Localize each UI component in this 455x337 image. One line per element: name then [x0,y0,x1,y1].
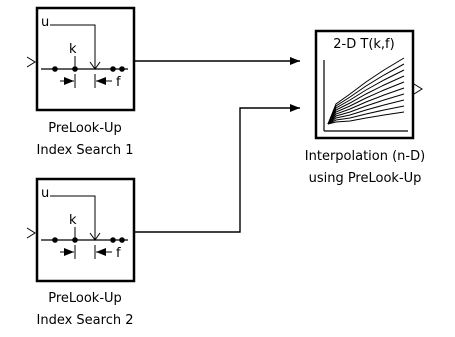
block-name-prelookup-1: PreLook-Up Index Search 1 [20,118,150,162]
prelookup-block-1[interactable]: u k f [26,6,136,112]
block-name-line-2: using PreLook-Up [308,171,422,186]
prelookup-block-2[interactable]: u k f [26,177,136,283]
input-port-icon [26,56,36,68]
block-name-prelookup-2: PreLook-Up Index Search 2 [20,288,150,332]
index-k-label: k [69,213,77,228]
index-k-label: k [69,42,77,57]
block-name-line-2: Index Search 2 [36,313,134,328]
output-port-icon [413,83,423,95]
signal-line-2[interactable] [135,104,300,233]
block-name-line-2: Index Search 1 [36,143,134,158]
input-port-icon [26,227,36,239]
block-name-line-1: PreLook-Up [48,121,122,136]
fraction-f-label: f [116,246,121,261]
block-name-line-1: PreLook-Up [48,291,122,306]
port-u-label: u [41,15,49,30]
fraction-f-label: f [116,75,121,90]
block-name-interpolation: Interpolation (n-D) using PreLook-Up [279,146,451,190]
surface-curves-icon [327,57,405,125]
table-header-label: 2-D T(k,f) [333,37,394,52]
port-u-label: u [41,186,49,201]
interpolation-block[interactable]: 2-D T(k,f) [314,29,423,140]
block-name-line-1: Interpolation (n-D) [304,149,426,164]
